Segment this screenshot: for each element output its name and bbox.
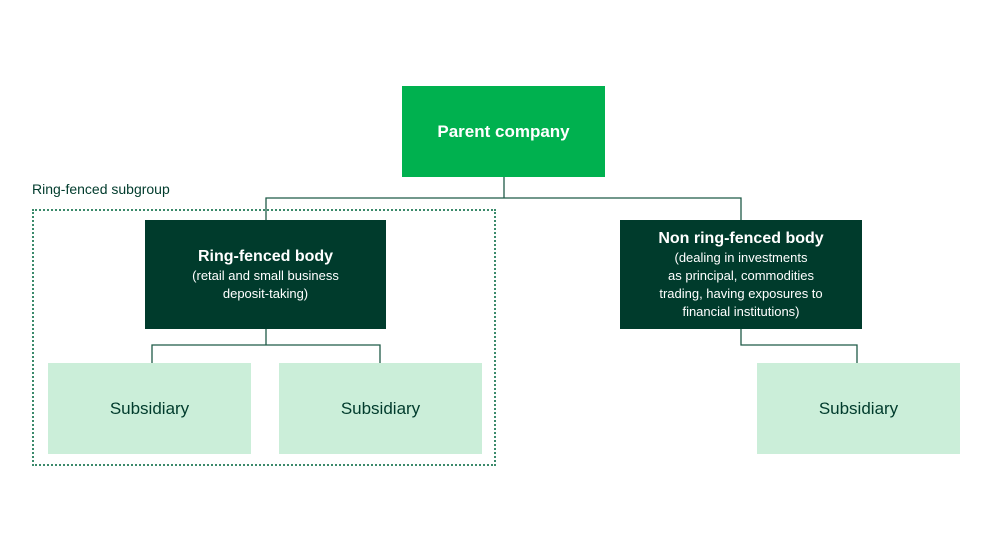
subsidiary-box: Subsidiary (757, 363, 960, 454)
ring-fenced-body-description: (retail and small business deposit-takin… (192, 267, 339, 301)
subsidiary-label: Subsidiary (818, 398, 899, 418)
ring-fenced-connector (151, 329, 381, 363)
parent-company-box: Parent company (402, 86, 605, 177)
subsidiary-box: Subsidiary (48, 363, 251, 454)
ring-fenced-body-box: Ring-fenced body (retail and small busin… (145, 220, 386, 329)
ring-fenced-subgroup-label: Ring-fenced subgroup (32, 181, 170, 197)
ring-fenced-body-title: Ring-fenced body (197, 247, 334, 265)
non-ring-fenced-body-description: (dealing in investments as principal, co… (659, 249, 823, 319)
non-ring-fenced-connector (740, 329, 858, 363)
subsidiary-label: Subsidiary (109, 398, 190, 418)
subsidiary-box: Subsidiary (279, 363, 482, 454)
parent-company-label: Parent company (437, 121, 570, 141)
non-ring-fenced-body-box: Non ring-fenced body (dealing in investm… (620, 220, 862, 329)
ring-fenced-subgroup-boundary (32, 209, 496, 466)
subsidiary-label: Subsidiary (340, 398, 421, 418)
non-ring-fenced-body-title: Non ring-fenced body (658, 229, 824, 247)
